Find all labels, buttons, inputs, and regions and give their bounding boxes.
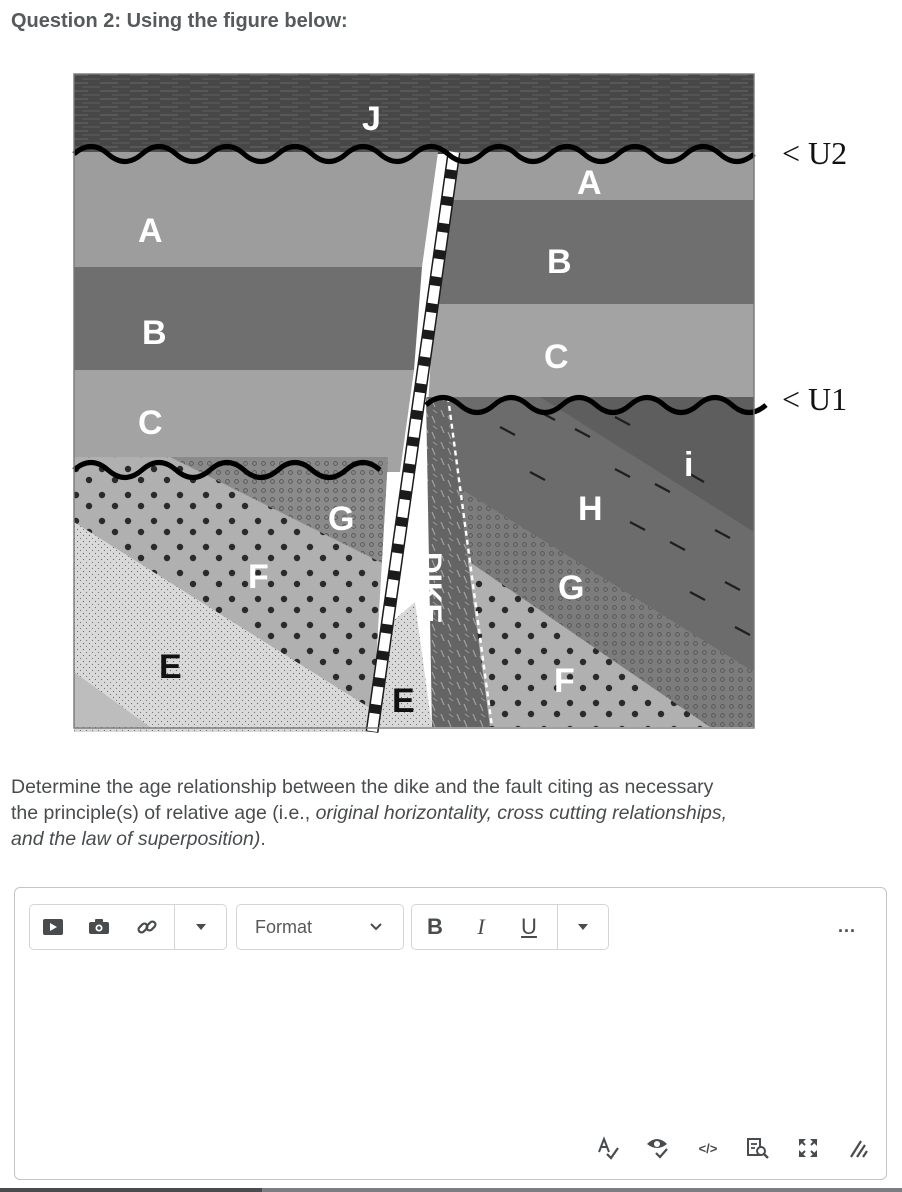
fullscreen-button[interactable] (791, 1134, 825, 1162)
layer-c-right (428, 304, 754, 407)
format-more-button[interactable] (558, 905, 608, 949)
resize-handle[interactable] (841, 1134, 875, 1162)
chevron-down-icon (370, 923, 382, 931)
preview-icon (747, 1138, 769, 1159)
more-actions-button[interactable]: ... (837, 915, 856, 936)
label-c-right: C (544, 338, 569, 376)
label-c-left: C (138, 404, 163, 442)
caret-down-icon (578, 924, 588, 930)
page-bottom-bar (0, 1188, 902, 1192)
insert-photo-button[interactable] (76, 905, 122, 949)
prompt-line-2: the principle(s) of relative age (i.e., (11, 802, 316, 824)
label-h: H (578, 490, 603, 528)
prompt-line-3-italic: and the law of superposition) (11, 828, 261, 850)
format-select-label: Format (255, 917, 313, 937)
prompt-line-3-end: . (260, 828, 266, 850)
layer-a-left (74, 152, 438, 267)
insert-video-button[interactable] (30, 905, 76, 949)
geologic-cross-section-figure: J A B C A B C G F E E H i G F DIKE < U2 … (72, 73, 847, 733)
layer-a-right (442, 152, 754, 200)
label-e-mid: E (392, 682, 415, 720)
question-prompt: Determine the age relationship between t… (11, 774, 881, 852)
label-f-right: F (554, 662, 575, 700)
toolbar-style-group: B I U (411, 904, 609, 950)
preview-button[interactable] (741, 1134, 775, 1162)
link-icon (137, 920, 157, 934)
label-j: J (362, 100, 381, 138)
label-b-right: B (547, 243, 572, 281)
unconformity-u2-line (72, 144, 756, 164)
resize-handle-icon (850, 1140, 868, 1158)
label-i: i (684, 446, 693, 484)
unconformity-u1-right-line (424, 395, 768, 415)
insert-more-button[interactable] (175, 905, 227, 949)
spellcheck-icon (598, 1136, 619, 1160)
caret-down-icon (196, 924, 206, 930)
accessibility-checker-button[interactable] (641, 1134, 675, 1162)
label-u1: < U1 (782, 381, 847, 417)
label-a-left: A (138, 212, 163, 250)
bold-button[interactable]: B (427, 914, 443, 939)
accessibility-checker-icon (647, 1139, 668, 1159)
label-a-right: A (577, 164, 602, 202)
label-g-right: G (558, 569, 584, 607)
layer-c-left (74, 370, 414, 472)
source-code-button[interactable]: </> (698, 1140, 718, 1156)
camera-icon (89, 919, 109, 934)
video-icon (43, 919, 63, 935)
spellcheck-button[interactable] (591, 1134, 625, 1162)
toolbar-insert-group (29, 904, 227, 950)
prompt-line-1: Determine the age relationship between t… (11, 776, 714, 798)
answer-text-area[interactable] (29, 964, 872, 1124)
fullscreen-icon (799, 1139, 817, 1157)
layer-b-left (74, 267, 422, 370)
question-title: Question 2: Using the figure below: (11, 10, 348, 32)
label-f-left: F (248, 558, 269, 596)
italic-button[interactable]: I (477, 914, 485, 939)
label-e-left: E (159, 648, 182, 686)
answer-editor: Format B I U ... </> (14, 887, 887, 1180)
label-g-left: G (328, 500, 354, 538)
unconformity-u1-left-line (72, 460, 382, 480)
underline-button[interactable]: U (521, 914, 537, 939)
prompt-line-2-italic: original horizontality, cross cutting re… (315, 802, 728, 824)
label-dike: DIKE (414, 552, 447, 624)
label-u2: < U2 (782, 135, 847, 171)
label-b-left: B (142, 314, 167, 352)
format-select[interactable]: Format (236, 904, 404, 950)
insert-link-button[interactable] (122, 905, 172, 949)
layer-b-right (434, 200, 754, 304)
